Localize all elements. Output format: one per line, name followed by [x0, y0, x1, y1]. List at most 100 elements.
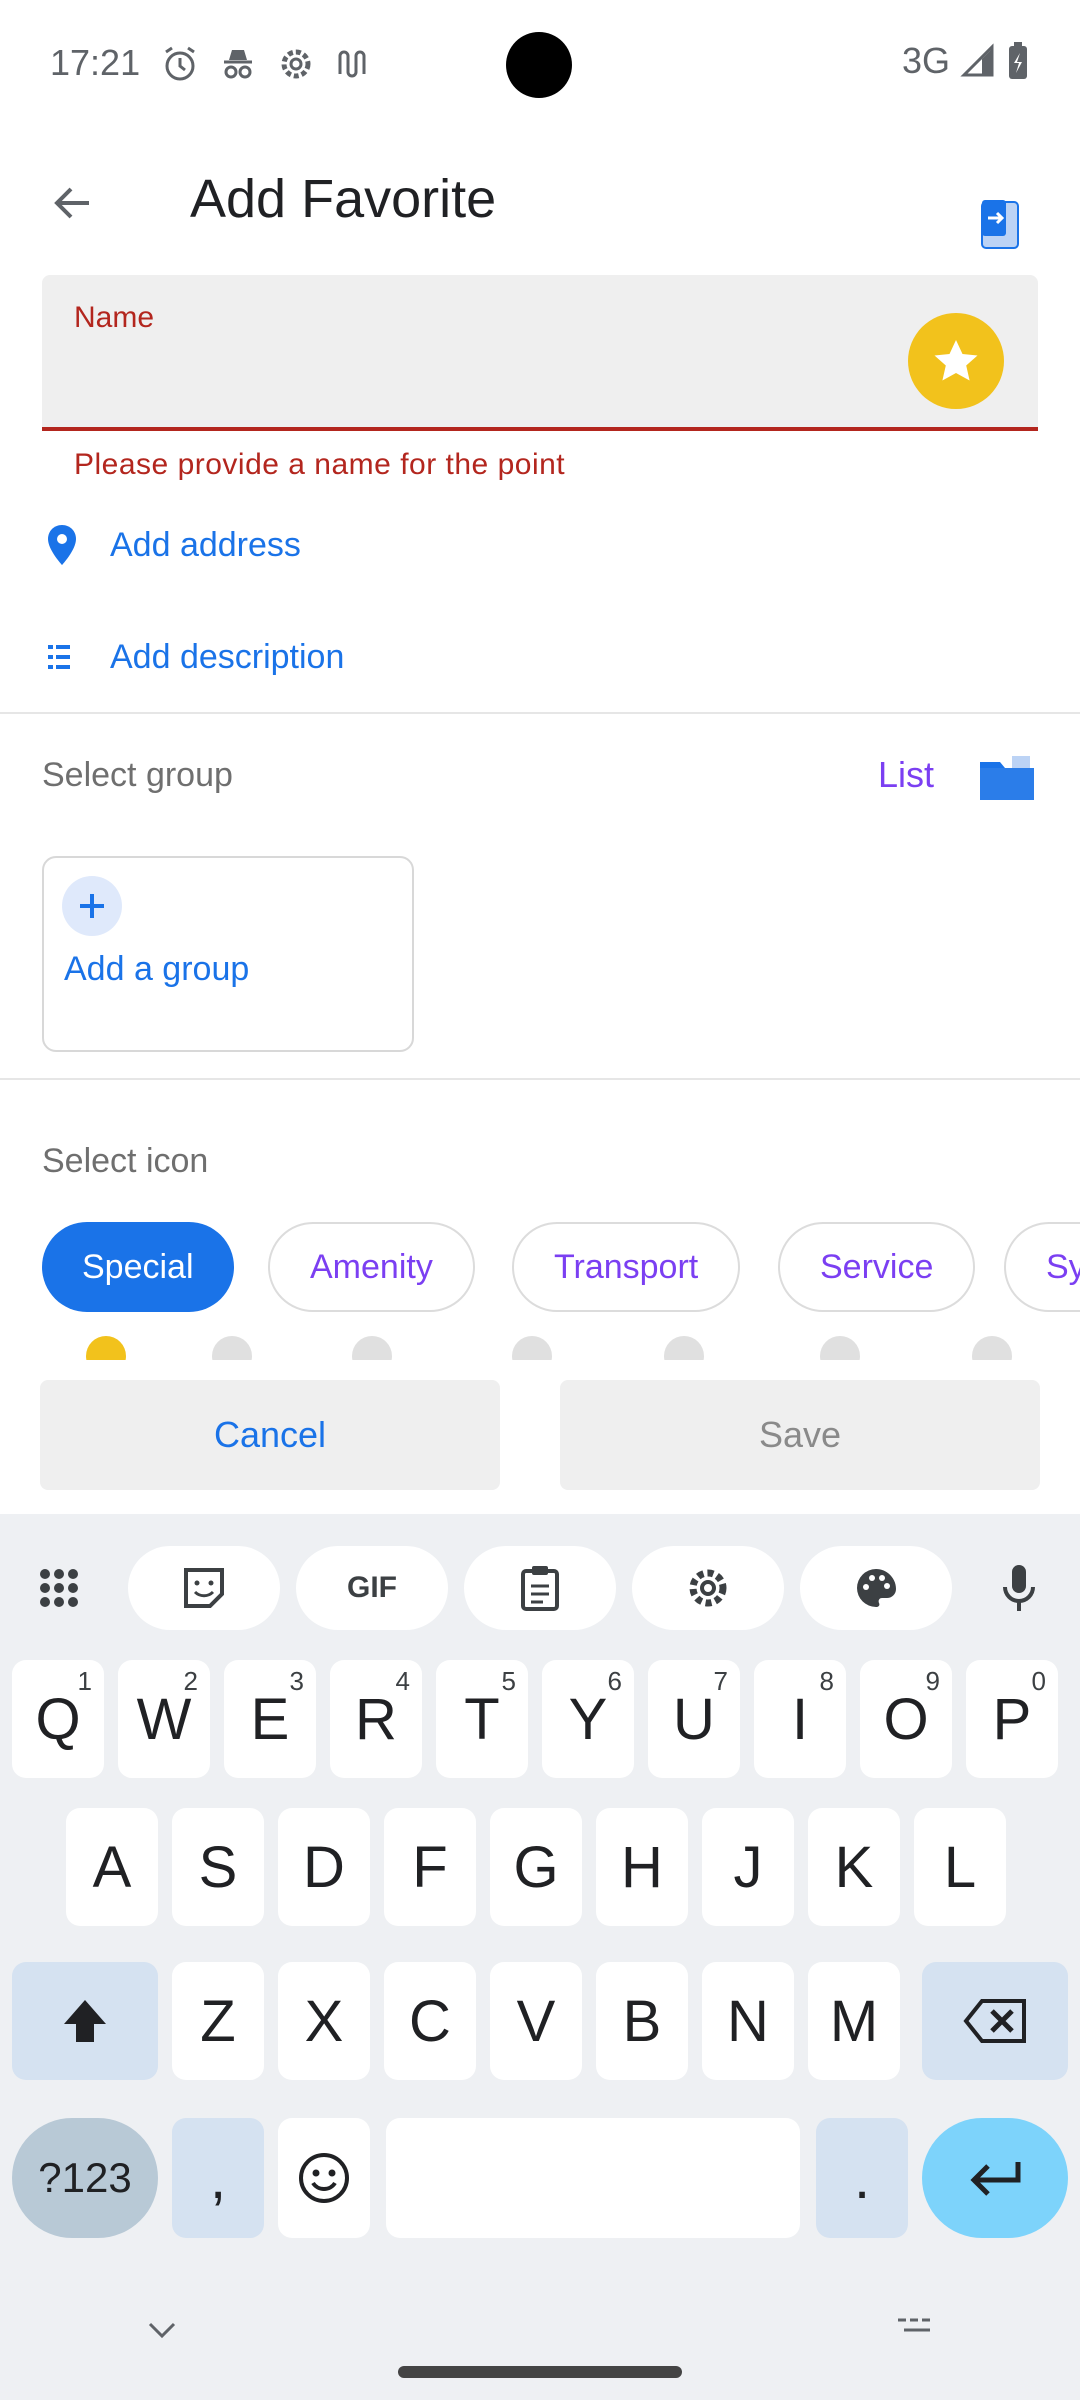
key-h[interactable]: H	[596, 1808, 688, 1926]
enter-key[interactable]	[922, 2118, 1068, 2238]
mic-icon	[1003, 1565, 1035, 1611]
key-d[interactable]: D	[278, 1808, 370, 1926]
key-l[interactable]: L	[914, 1808, 1006, 1926]
symbols-key[interactable]: ?123	[12, 2118, 158, 2238]
space-key[interactable]	[386, 2118, 800, 2238]
action-bar: Cancel Save	[0, 1360, 1080, 1510]
voice-input-button[interactable]	[974, 1546, 1064, 1630]
signal-icon	[960, 43, 994, 77]
add-group-label: Add a group	[64, 950, 250, 988]
key-k[interactable]: K	[808, 1808, 900, 1926]
icon-choice[interactable]	[972, 1336, 1012, 1360]
app-bar: Add Favorite	[0, 130, 1080, 270]
status-icons	[160, 44, 374, 84]
key-s[interactable]: S	[172, 1808, 264, 1926]
home-gesture-bar[interactable]	[398, 2366, 682, 2378]
save-label: Save	[758, 1414, 842, 1455]
folder-icon	[980, 756, 1034, 800]
icon-choice[interactable]	[86, 1336, 126, 1360]
key-z[interactable]: Z	[172, 1962, 264, 2080]
exit-button[interactable]	[960, 160, 1050, 260]
icon-choice[interactable]	[212, 1336, 252, 1360]
folder-button[interactable]	[976, 748, 1038, 806]
page-title: Add Favorite	[190, 169, 497, 229]
key-f[interactable]: F	[384, 1808, 476, 1926]
clipboard-button[interactable]	[464, 1546, 616, 1630]
keyboard-switch-icon[interactable]	[896, 2316, 938, 2350]
add-group-button[interactable]	[62, 876, 122, 936]
chevron-down-icon[interactable]	[146, 2320, 178, 2340]
key-x[interactable]: X	[278, 1962, 370, 2080]
status-right: 3G	[902, 40, 1030, 82]
chip-symbols[interactable]: Sy	[1004, 1222, 1080, 1312]
icon-choice[interactable]	[820, 1336, 860, 1360]
name-error-text: Please provide a name for the point	[74, 448, 566, 481]
icon-category-chips[interactable]: Special Amenity Transport Service Sy	[0, 1218, 1080, 1314]
cancel-button[interactable]: Cancel	[40, 1380, 500, 1490]
select-icon-label: Select icon	[42, 1142, 209, 1180]
name-field[interactable]: Name	[42, 275, 1038, 431]
chip-amenity[interactable]: Amenity	[268, 1222, 475, 1312]
key-m[interactable]: M	[808, 1962, 900, 2080]
add-description-label: Add description	[110, 637, 345, 676]
network-type: 3G	[901, 40, 950, 81]
icon-choice[interactable]	[664, 1336, 704, 1360]
add-address-row[interactable]: Add address	[22, 510, 301, 580]
icon-choice[interactable]	[352, 1336, 392, 1360]
palette-icon	[857, 1569, 896, 1607]
favorite-icon-button[interactable]	[908, 313, 1004, 409]
apps-button[interactable]	[14, 1546, 104, 1630]
key-b[interactable]: B	[596, 1962, 688, 2080]
incognito-icon	[224, 50, 252, 79]
keyboard-settings-button[interactable]	[632, 1546, 784, 1630]
name-input[interactable]	[74, 345, 914, 405]
theme-button[interactable]	[800, 1546, 952, 1630]
add-address-label: Add address	[110, 525, 301, 564]
sticker-button[interactable]	[128, 1546, 280, 1630]
save-button[interactable]: Save	[560, 1380, 1040, 1490]
exit-icon	[981, 200, 1019, 249]
settings-icon	[281, 49, 311, 79]
key-a[interactable]: A	[66, 1808, 158, 1926]
icon-choice[interactable]	[512, 1336, 552, 1360]
name-label: Name	[74, 301, 155, 334]
navigation-area	[0, 2310, 1080, 2400]
key-j[interactable]: J	[702, 1808, 794, 1926]
backspace-key[interactable]	[922, 1962, 1068, 2080]
icon-choices[interactable]	[0, 1330, 1080, 1360]
key-c[interactable]: C	[384, 1962, 476, 2080]
backspace-icon	[963, 1999, 1026, 2043]
chip-service[interactable]: Service	[778, 1222, 976, 1312]
apps-icon	[40, 1569, 78, 1607]
divider	[0, 712, 1080, 714]
key-g[interactable]: G	[490, 1808, 582, 1926]
add-description-row[interactable]: Add description	[22, 622, 344, 692]
comma-key[interactable]: ,	[172, 2118, 264, 2238]
chip-transport[interactable]: Transport	[512, 1222, 741, 1312]
location-pin-icon	[48, 525, 76, 565]
key-n[interactable]: N	[702, 1962, 794, 2080]
key-v[interactable]: V	[490, 1962, 582, 2080]
camera-cutout	[506, 32, 572, 98]
star-icon	[934, 340, 978, 381]
shift-key[interactable]	[12, 1962, 158, 2080]
select-group-label: Select group	[42, 756, 233, 794]
emoji-key[interactable]	[278, 2118, 370, 2238]
add-group-card[interactable]: Add a group	[42, 856, 414, 1052]
chip-special[interactable]: Special	[42, 1222, 234, 1312]
shift-icon	[64, 2000, 106, 2042]
list-link[interactable]: List	[878, 754, 935, 795]
period-key[interactable]: .	[816, 2118, 908, 2238]
back-button[interactable]	[30, 160, 116, 246]
gif-button[interactable]: GIF	[296, 1546, 448, 1630]
